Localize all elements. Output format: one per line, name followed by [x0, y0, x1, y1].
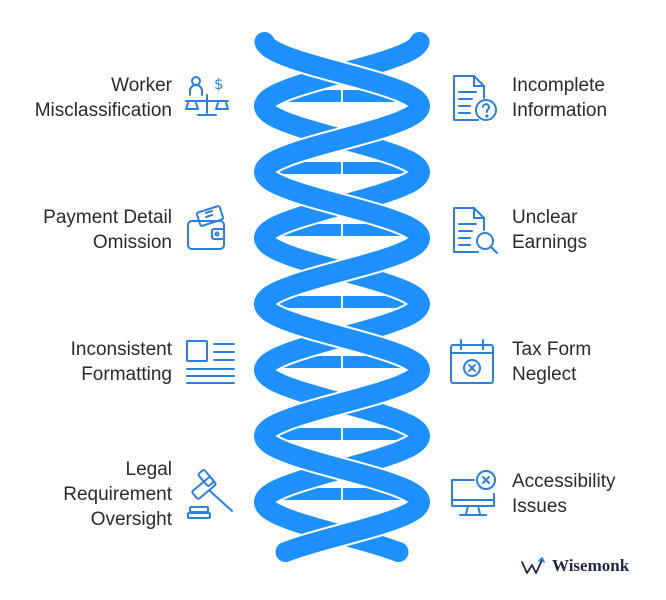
label-accessibility-issues: Accessibility Issues [512, 471, 616, 517]
wallet-with-cash-icon [187, 205, 225, 250]
document-question-icon [453, 75, 497, 121]
monitor-error-icon [451, 470, 496, 516]
brand-name: Wisemonk [552, 556, 630, 575]
label-incomplete-information: Incomplete Information [512, 75, 608, 121]
label-worker-misclassification: Worker Misclassification [34, 75, 172, 121]
gavel-icon [187, 469, 233, 519]
brand: Wisemonk [520, 556, 629, 576]
helix-strand-b [253, 32, 431, 562]
scale-with-person-and-dollar-icon: $ [185, 75, 229, 116]
calendar-cancel-icon [450, 339, 494, 384]
label-legal-requirement-oversight: Legal Requirement Oversight [63, 459, 172, 530]
document-search-icon [453, 207, 498, 254]
label-tax-form-neglect: Tax Form Neglect [512, 339, 592, 385]
layout-document-icon [186, 340, 235, 384]
label-unclear-earnings: Unclear Earnings [512, 207, 587, 253]
svg-text:$: $ [214, 75, 224, 93]
label-payment-detail-omission: Payment Detail Omission [43, 207, 172, 253]
label-inconsistent-formatting: Inconsistent Formatting [70, 339, 172, 385]
wisemonk-logo-icon [521, 557, 545, 574]
